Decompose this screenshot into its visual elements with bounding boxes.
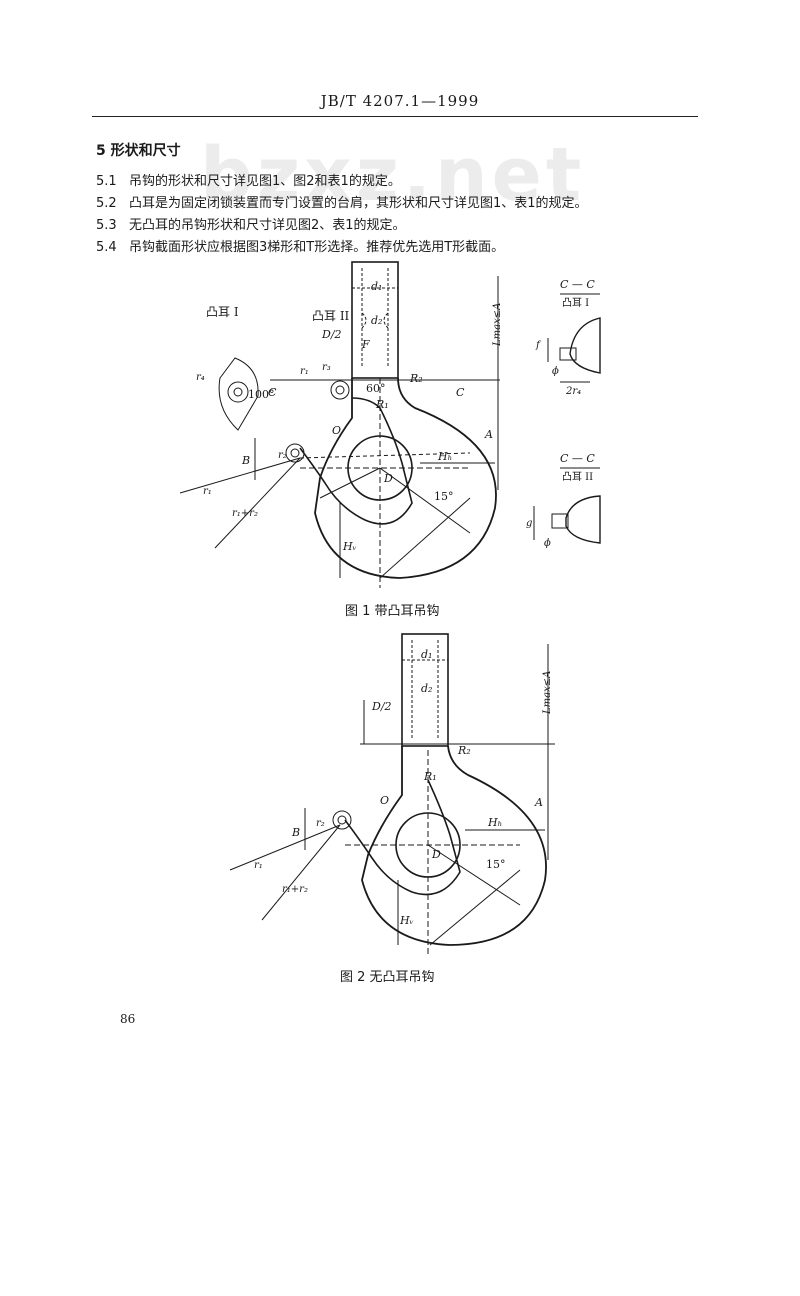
dimension-lines [179, 276, 500, 579]
label-d1: d₁ [421, 648, 432, 661]
header-rule [92, 116, 698, 117]
lug-1-hole [233, 387, 243, 397]
clause-number: 5.4 [96, 240, 117, 255]
label-Hh: Hₕ [437, 450, 452, 463]
lug-2-circle [330, 380, 350, 400]
lug-2-hole [335, 385, 345, 395]
hook-body [344, 745, 547, 955]
label-phi-2: ϕ [544, 538, 551, 549]
label-r1r2: r₁+r₂ [282, 884, 308, 895]
label-60deg: 60° [366, 382, 386, 395]
figure-1-drawing: 凸耳 I 凸耳 II d₁ d₂ D/2 F r₁ r₃ 60° R₂ R₁ C… [179, 261, 601, 588]
clause-5-4: 5.4 吊钩截面形状应根据图3梯形和T形选择。推荐优先选用T形截面。 [96, 236, 504, 255]
label-Lmax: Lmax≤A [542, 671, 553, 715]
watermark: bzxz.net [200, 132, 586, 218]
label-2r4: 2r₄ [565, 386, 581, 397]
label-100deg: 100° [248, 388, 275, 401]
label-section-1: C — C [560, 278, 595, 291]
figure-1-caption: 图 1 带凸耳吊钩 [345, 604, 440, 619]
figure-2-caption: 图 2 无凸耳吊钩 [340, 970, 435, 985]
section-view-2 [533, 467, 601, 544]
label-Hv: Hᵥ [399, 914, 414, 927]
label-lug2: 凸耳 II [312, 309, 350, 323]
clause-text: 吊钩的形状和尺寸详见图1、图2和表1的规定。 [129, 174, 401, 189]
label-R1: R₁ [423, 770, 437, 783]
lug-1-outline [218, 357, 259, 431]
tip-lug-circle [332, 810, 352, 830]
clause-5-3: 5.3 无凸耳的吊钩形状和尺寸详见图2、表1的规定。 [96, 214, 406, 233]
label-R1: R₁ [375, 398, 389, 411]
tip-lug-hole [337, 815, 347, 825]
label-D: D [431, 848, 441, 861]
label-O: O [380, 794, 389, 807]
section-title: 5 形状和尺寸 [96, 143, 181, 159]
clause-number: 5.3 [96, 218, 117, 233]
shank [401, 633, 449, 747]
label-B: B [241, 454, 250, 467]
label-r1-lug2: r₁ [300, 366, 309, 377]
label-d1: d₁ [371, 280, 382, 293]
label-r1: r₁ [254, 860, 263, 871]
clause-text: 吊钩截面形状应根据图3梯形和T形选择。推荐优先选用T形截面。 [129, 240, 505, 255]
label-R2: R₂ [457, 744, 471, 757]
shank [351, 261, 399, 379]
label-D2: D/2 [321, 328, 342, 341]
label-B: B [291, 826, 300, 839]
label-F: F [361, 338, 370, 351]
label-r3: r₃ [322, 362, 331, 373]
label-r4: r₄ [196, 372, 205, 383]
lug-1-circle [227, 381, 249, 403]
label-r2: r₂ [278, 450, 287, 461]
label-15deg: 15° [434, 490, 454, 503]
clause-number: 5.2 [96, 196, 117, 211]
label-A: A [484, 428, 493, 441]
label-C-left: C [268, 386, 277, 399]
clause-text: 凸耳是为固定闭锁装置而专门设置的台肩，其形状和尺寸详见图1、表1的规定。 [129, 196, 588, 211]
clause-5-2: 5.2 凸耳是为固定闭锁装置而专门设置的台肩，其形状和尺寸详见图1、表1的规定。 [96, 192, 588, 211]
tip-lug-hole [290, 448, 300, 458]
label-r1: r₁ [203, 486, 212, 497]
label-d2: d₂ [371, 314, 382, 327]
hook-body [299, 377, 497, 588]
label-Hh: Hₕ [487, 816, 502, 829]
label-section-2-sub: 凸耳 II [562, 471, 593, 483]
label-f: f [535, 340, 542, 351]
tip-lug-circle [285, 443, 305, 463]
page-number: 86 [120, 1012, 136, 1026]
label-15deg: 15° [486, 858, 506, 871]
label-Lmax: Lmax≤A [492, 303, 503, 347]
dimension-lines [229, 644, 555, 946]
label-O: O [332, 424, 341, 437]
label-r1r2: r₁+r₂ [232, 508, 258, 519]
section-view-1 [547, 293, 601, 383]
label-A: A [534, 796, 543, 809]
label-Hv: Hᵥ [342, 540, 357, 553]
clause-number: 5.1 [96, 174, 117, 189]
standard-number: JB/T 4207.1—1999 [320, 92, 480, 110]
label-C-right: C [456, 386, 465, 399]
clause-text: 无凸耳的吊钩形状和尺寸详见图2、表1的规定。 [129, 218, 406, 233]
label-R2: R₂ [409, 372, 423, 385]
label-section-1-sub: 凸耳 I [562, 297, 589, 309]
figure-2-drawing: d₁ d₂ D/2 R₂ R₁ O D B r₂ r₁ r₁+r₂ A Hₕ 1… [229, 633, 555, 955]
label-lug1: 凸耳 I [206, 305, 239, 319]
label-phi-1: ϕ [552, 366, 559, 377]
clause-5-1: 5.1 吊钩的形状和尺寸详见图1、图2和表1的规定。 [96, 170, 401, 189]
label-r2: r₂ [316, 818, 325, 829]
label-section-2: C — C [560, 452, 595, 465]
label-g: g [526, 518, 532, 529]
label-D2: D/2 [371, 700, 392, 713]
label-d2: d₂ [421, 682, 432, 695]
label-D: D [383, 472, 393, 485]
